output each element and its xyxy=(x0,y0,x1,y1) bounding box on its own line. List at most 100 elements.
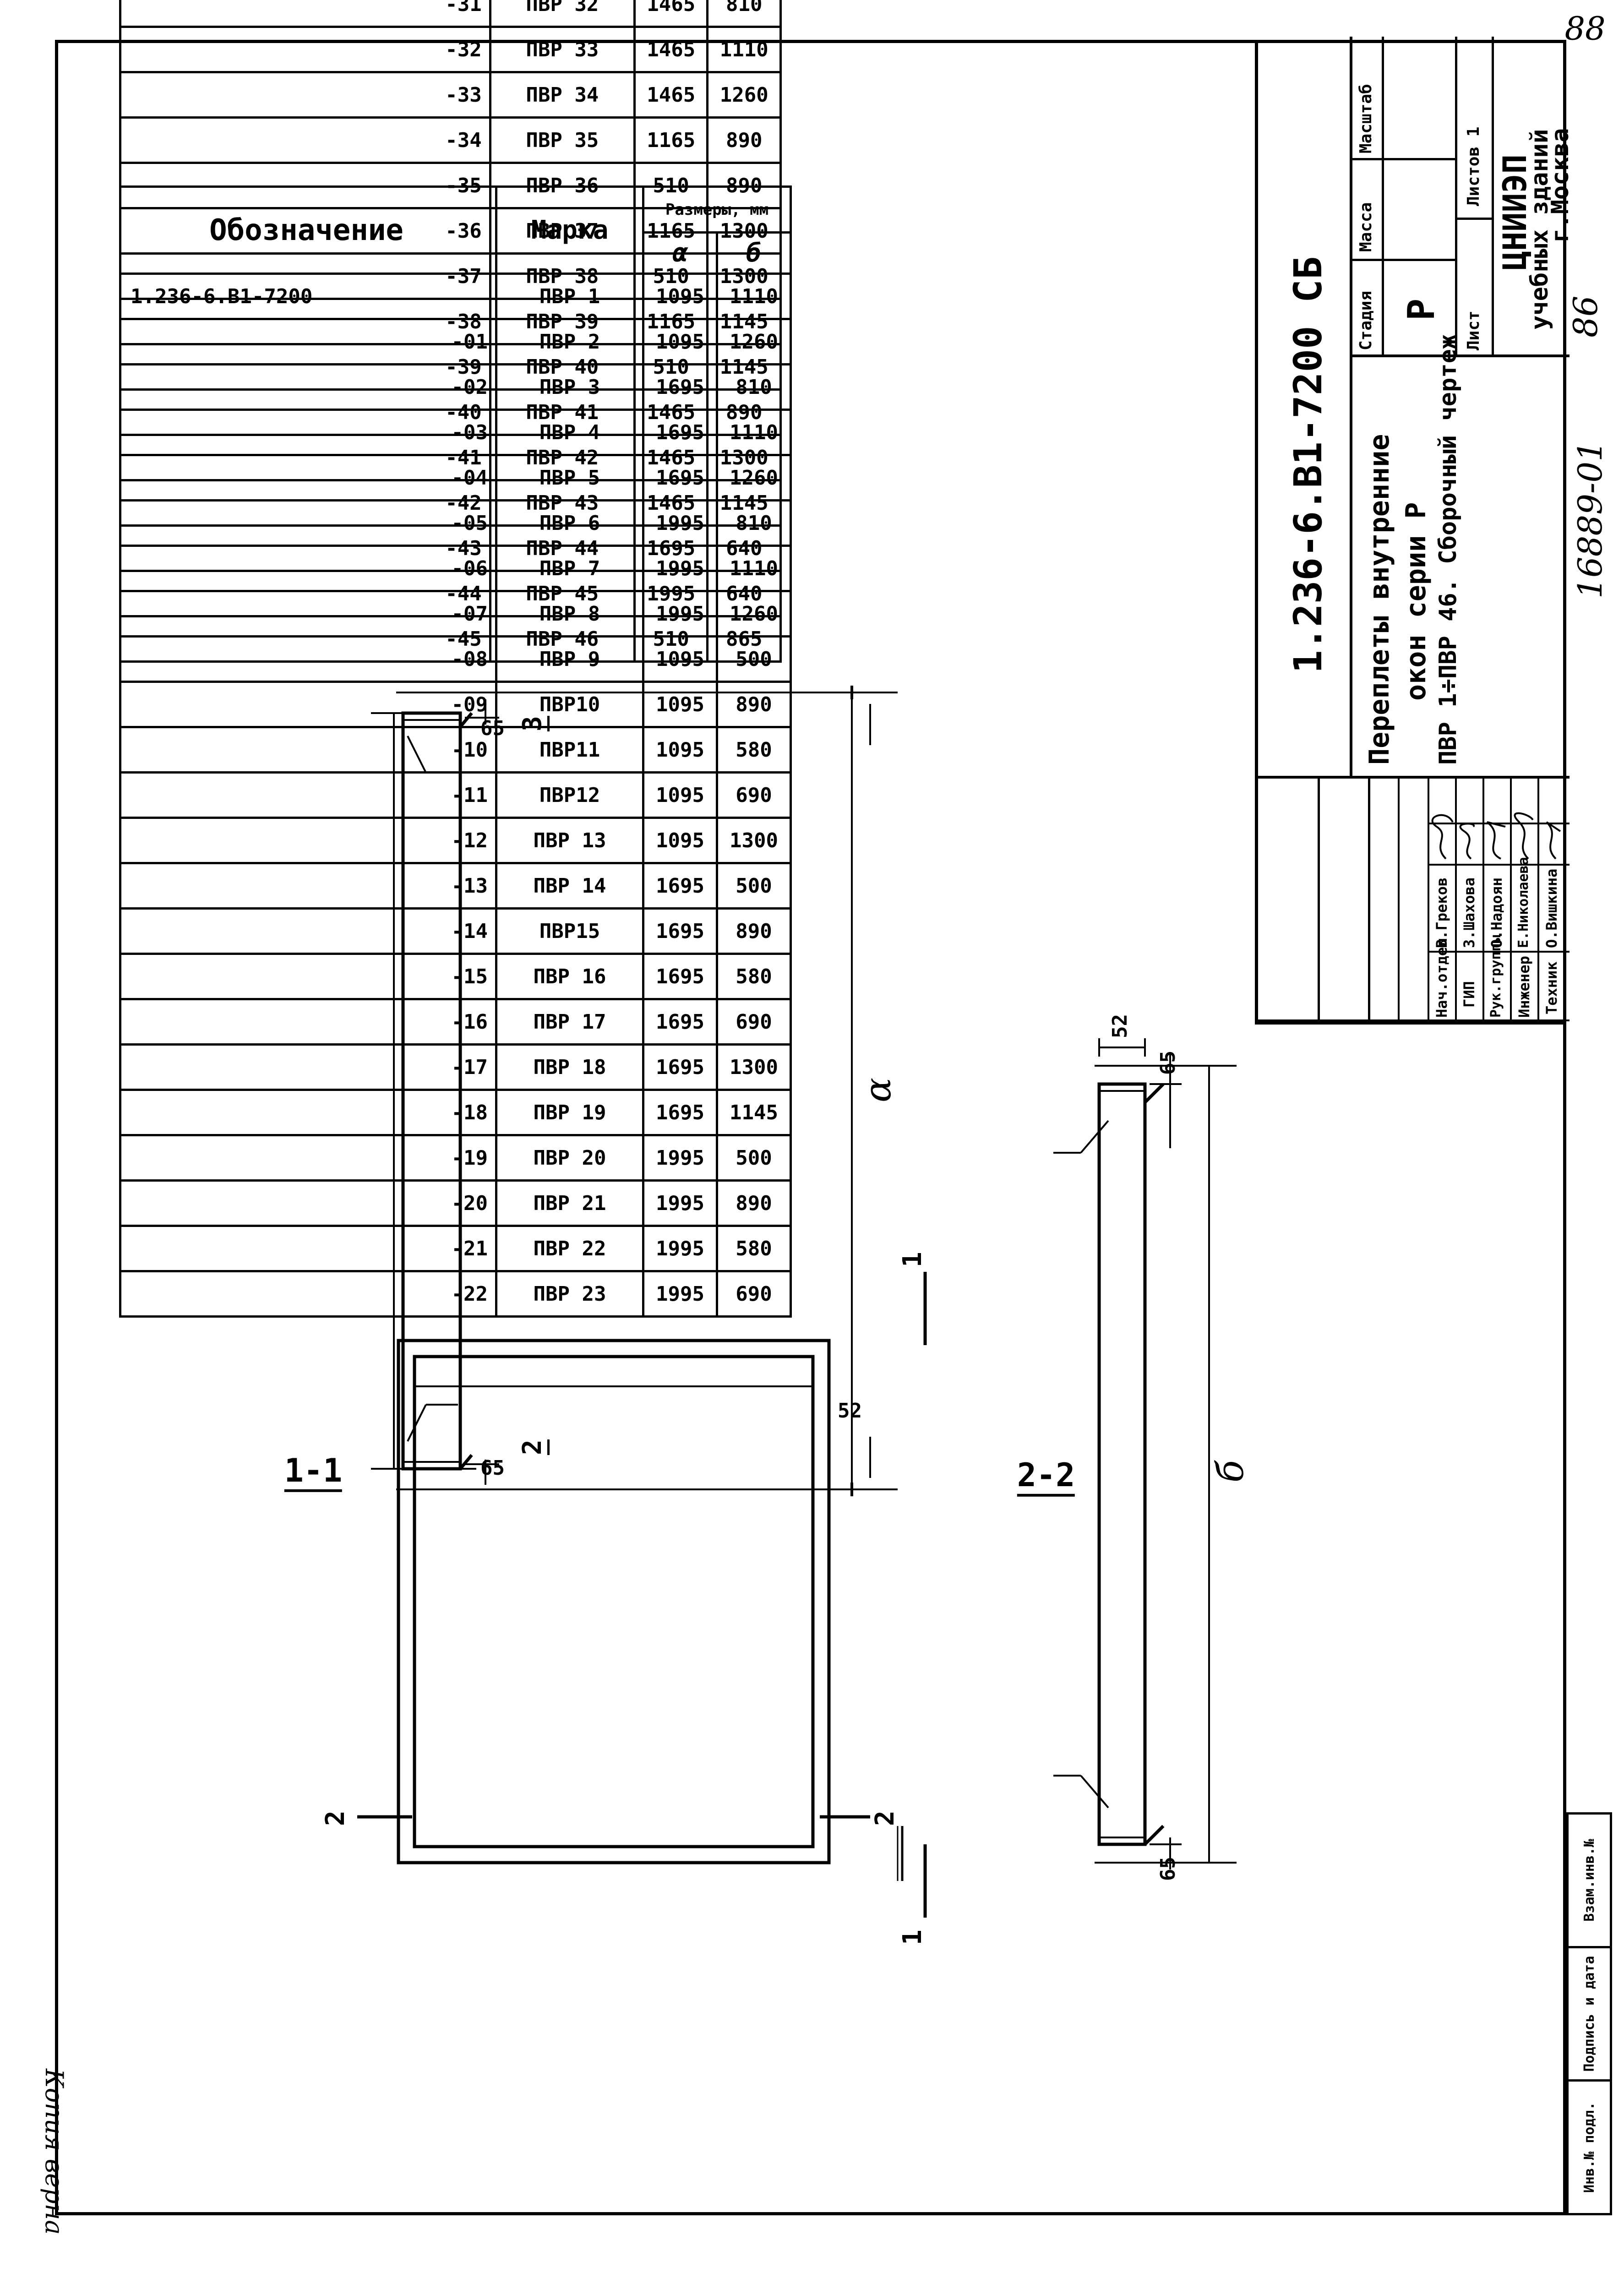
size-b-cell: 1145 xyxy=(707,480,781,526)
size-a-cell: 1995 xyxy=(634,571,708,616)
size-b-cell: 890 xyxy=(707,117,781,163)
size-b-cell: 1145 xyxy=(707,344,781,390)
designation-cell: -12 xyxy=(120,818,496,863)
designation-cell: -35 xyxy=(120,163,490,208)
stage-label: Стадия xyxy=(1357,290,1375,350)
designation-cell: -43 xyxy=(120,525,490,571)
position-2-label: 2 xyxy=(518,1439,550,1455)
mark-cell: ПВР 34 xyxy=(490,72,635,118)
designation-cell: -39 xyxy=(120,344,490,390)
size-b-cell: 690 xyxy=(717,772,791,818)
mark-cell: ПВР 13 xyxy=(496,818,643,863)
mark-cell: ПВР 19 xyxy=(496,1090,643,1135)
mark-cell: ПВР 41 xyxy=(490,389,635,435)
mark-cell: ПВР 38 xyxy=(490,253,635,299)
designation-cell: -33 xyxy=(120,72,490,118)
size-a-cell: 1095 xyxy=(643,772,717,818)
size-b-cell: 500 xyxy=(717,863,791,909)
designation-cell: -34 xyxy=(120,117,490,163)
size-a-cell: 1695 xyxy=(643,908,717,954)
size-b-cell: 690 xyxy=(717,999,791,1045)
mark-cell: ПВР 32 xyxy=(490,0,635,27)
name-nikolaeva: Е.Николаева xyxy=(1515,857,1531,948)
designation-cell: -19 xyxy=(120,1135,496,1181)
size-b-cell: 1145 xyxy=(717,1090,791,1135)
mark-cell: ПВР 37 xyxy=(490,208,635,254)
dimension-a-label: α xyxy=(856,1077,899,1102)
mark-cell: ПВР 46 xyxy=(490,616,635,662)
mark-cell: ПВР 35 xyxy=(490,117,635,163)
size-a-cell: 1995 xyxy=(643,1271,717,1317)
size-b-cell: 1300 xyxy=(707,253,781,299)
size-b-cell: 890 xyxy=(717,681,791,727)
size-b-cell: 1300 xyxy=(717,1044,791,1090)
designation-cell: -21 xyxy=(120,1226,496,1271)
mark-cell: ПВР 16 xyxy=(496,954,643,999)
size-b-cell: 890 xyxy=(707,389,781,435)
role-gip: ГИП xyxy=(1461,981,1478,1008)
size-a-cell: 1995 xyxy=(643,1135,717,1181)
archive-number: 16889-01 xyxy=(1571,441,1609,599)
mark-cell: ПВР12 xyxy=(496,772,643,818)
size-b-cell: 1300 xyxy=(707,208,781,254)
role-engineer: Инженер xyxy=(1515,956,1533,1018)
size-b-cell: 690 xyxy=(717,1271,791,1317)
designation-cell: -41 xyxy=(120,435,490,480)
size-a-cell: 1695 xyxy=(643,863,717,909)
mark-cell: ПВР 21 xyxy=(496,1180,643,1226)
designation-cell: -18 xyxy=(120,1090,496,1135)
cut-mark-1-left: 1 xyxy=(898,1930,927,1945)
size-a-cell: 1695 xyxy=(634,525,708,571)
designation-cell: -37 xyxy=(120,253,490,299)
role-technician: Техник xyxy=(1543,961,1560,1014)
section-label-1-1: 1-1 xyxy=(284,1451,343,1492)
size-b-cell: 580 xyxy=(717,1226,791,1271)
size-a-cell: 1695 xyxy=(643,999,717,1045)
dimension-65-bottom-right: 65 xyxy=(1156,1051,1180,1075)
size-b-cell: 1260 xyxy=(707,72,781,118)
designation-cell: -09 xyxy=(120,681,496,727)
archive-suffix: 86 xyxy=(1566,295,1605,338)
designation-cell: -15 xyxy=(120,954,496,999)
mark-cell: ПВР 18 xyxy=(496,1044,643,1090)
cut-mark-2-top: 2 xyxy=(321,1810,350,1826)
designation-cell: -38 xyxy=(120,299,490,344)
designation-cell: -22 xyxy=(120,1271,496,1317)
size-a-cell: 1695 xyxy=(643,1044,717,1090)
size-a-cell: 1995 xyxy=(643,1226,717,1271)
org-line-3: г.Москва xyxy=(1547,128,1574,243)
designation-cell: -42 xyxy=(120,480,490,526)
cut-mark-1-right: 1 xyxy=(898,1252,927,1267)
size-b-cell: 1300 xyxy=(717,818,791,863)
mark-cell: ПВР 23 xyxy=(496,1271,643,1317)
mark-cell: ПВР 17 xyxy=(496,999,643,1045)
size-a-cell: 510 xyxy=(634,616,708,662)
designation-cell: -40 xyxy=(120,389,490,435)
name-nadoyan: О.Надоян xyxy=(1488,877,1505,948)
size-b-cell: 890 xyxy=(707,163,781,208)
size-a-cell: 1465 xyxy=(634,389,708,435)
